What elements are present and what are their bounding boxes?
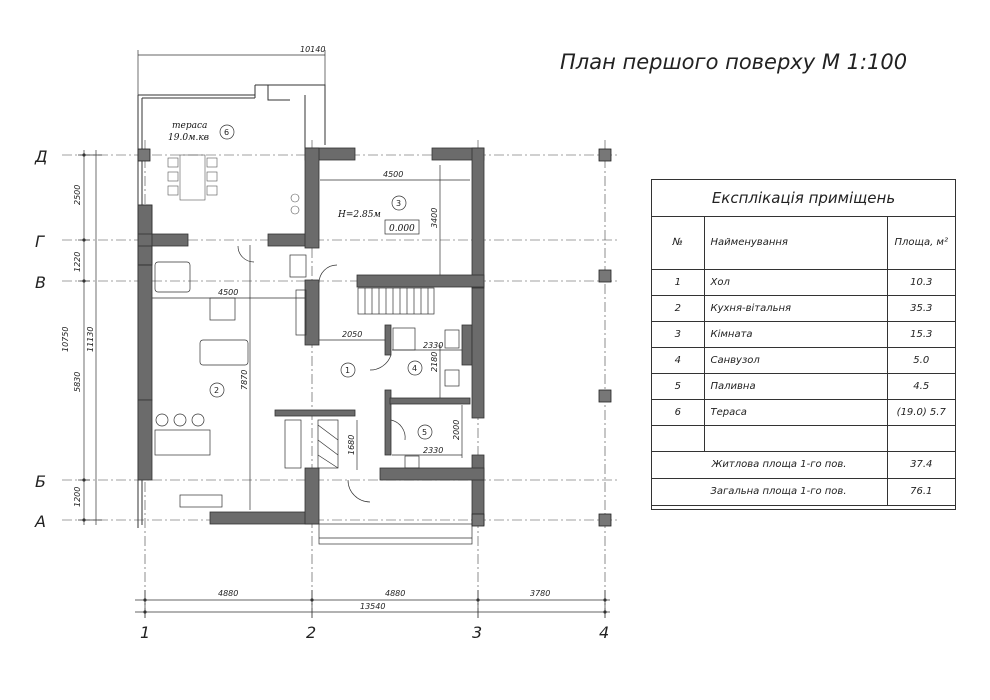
living-area-label: Житлова площа 1-го пов. <box>652 450 888 479</box>
dim-room2-width: 4500 <box>218 288 238 297</box>
level-label: 0.000 <box>389 224 415 234</box>
axis-row-g: Г <box>35 232 45 251</box>
dim-kitchen-height: 1680 <box>347 435 356 455</box>
dim-left-total-b: 11130 <box>86 327 95 352</box>
height-label: H=2.85м <box>337 210 381 220</box>
dim-room2-height: 7870 <box>240 370 249 390</box>
axis-col-4: 4 <box>599 623 609 642</box>
row-name: Санвузол <box>703 346 888 374</box>
room-number-1: 1 <box>345 366 350 375</box>
dim-room3-width: 4500 <box>383 170 403 179</box>
dim-left-3: 5830 <box>73 372 82 392</box>
row-area: 15.3 <box>886 320 955 348</box>
col-number-header: № <box>652 217 705 270</box>
dim-bottom-total: 13540 <box>360 602 385 611</box>
dim-bottom-3: 3780 <box>530 589 550 598</box>
dim-left-4: 1200 <box>73 487 82 507</box>
axis-col-3: 3 <box>472 623 482 642</box>
row-name: Тераса <box>703 398 888 426</box>
living-area-value: 37.4 <box>886 450 955 479</box>
dim-bottom-1: 4880 <box>218 589 238 598</box>
dim-room3-height: 3400 <box>430 208 439 228</box>
terrace-area-label: 19.0м.кв <box>168 133 209 143</box>
total-area-value: 76.1 <box>886 477 955 506</box>
total-area-label: Загальна площа 1-го пов. <box>652 477 888 506</box>
empty-cell <box>703 424 888 452</box>
table-row-empty <box>652 424 955 452</box>
terrace-label: тераса <box>172 121 207 131</box>
col-area-header: Площа, м² <box>886 217 955 270</box>
living-area-row: Житлова площа 1-го пов. 37.4 <box>652 450 955 479</box>
row-number: 4 <box>652 346 705 374</box>
table-row: 1 Хол 10.3 <box>652 268 955 296</box>
room-number-4: 4 <box>412 364 417 373</box>
row-number: 1 <box>652 268 705 296</box>
axis-col-1: 1 <box>140 623 150 642</box>
row-area: (19.0) 5.7 <box>886 398 955 426</box>
row-number: 3 <box>652 320 705 348</box>
dim-left-total-a: 10750 <box>61 327 70 352</box>
room-number-3: 3 <box>396 199 401 208</box>
explication-table: Експлікація приміщень № Найменування Пло… <box>651 179 956 510</box>
row-number: 6 <box>652 398 705 426</box>
dim-bath-width: 2330 <box>423 341 443 350</box>
axis-col-2: 2 <box>306 623 316 642</box>
dim-boiler-height: 2000 <box>452 420 461 440</box>
dim-boiler-width: 2330 <box>423 446 443 455</box>
total-area-row: Загальна площа 1-го пов. 76.1 <box>652 477 955 506</box>
table-row: 6 Тераса (19.0) 5.7 <box>652 398 955 426</box>
plan-title: План першого поверху М 1:100 <box>560 50 908 74</box>
room-number-2: 2 <box>214 386 219 395</box>
dim-left-1: 2500 <box>73 185 82 205</box>
table-row: 4 Санвузол 5.0 <box>652 346 955 374</box>
row-area: 10.3 <box>886 268 955 296</box>
row-number: 5 <box>652 372 705 400</box>
table-row: 3 Кімната 15.3 <box>652 320 955 348</box>
row-area: 35.3 <box>886 294 955 322</box>
axis-row-a: А <box>34 512 46 531</box>
empty-cell <box>652 424 705 452</box>
row-area: 5.0 <box>886 346 955 374</box>
axis-row-d: Д <box>34 147 48 166</box>
row-number: 2 <box>652 294 705 322</box>
col-name-header: Найменування <box>703 217 888 270</box>
dim-bath-height: 2180 <box>430 352 439 372</box>
row-name: Хол <box>703 268 888 296</box>
empty-cell <box>886 424 955 452</box>
row-area: 4.5 <box>886 372 955 400</box>
table-header-row: № Найменування Площа, м² <box>652 217 955 270</box>
row-name: Кухня-вітальня <box>703 294 888 322</box>
dim-top: 10140 <box>300 45 325 54</box>
axis-row-b: Б <box>35 472 46 491</box>
axis-row-v: В <box>35 273 46 292</box>
table-row: 5 Паливна 4.5 <box>652 372 955 400</box>
dim-bottom-2: 4880 <box>385 589 405 598</box>
room-number-5: 5 <box>422 428 427 437</box>
dim-hall-width: 2050 <box>342 330 362 339</box>
row-name: Паливна <box>703 372 888 400</box>
room-number-6: 6 <box>224 128 229 137</box>
explication-title: Експлікація приміщень <box>652 180 955 217</box>
row-name: Кімната <box>703 320 888 348</box>
table-row: 2 Кухня-вітальня 35.3 <box>652 294 955 322</box>
dim-left-2: 1220 <box>73 252 82 272</box>
